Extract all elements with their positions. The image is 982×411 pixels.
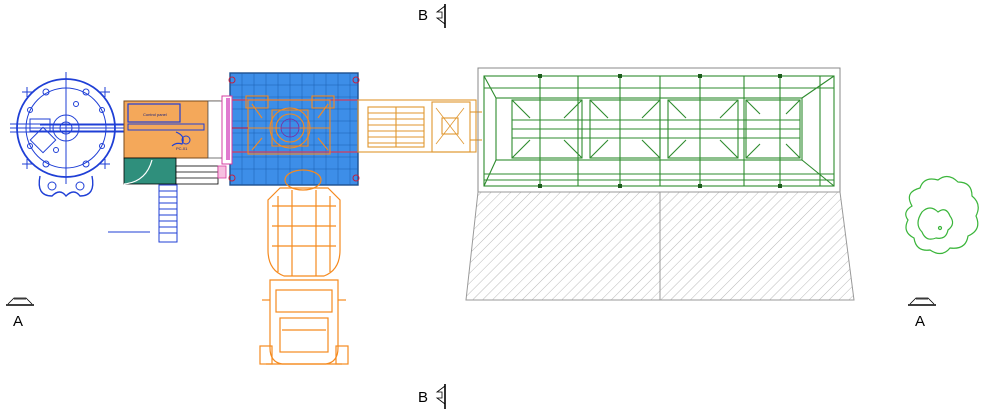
section-marker-a-right: A [908,297,936,330]
section-arrow-icon [908,297,936,306]
control-room: Control panel PC-01 [123,100,223,159]
section-arrow-icon [6,297,34,306]
section-marker-b-top: B [418,4,446,28]
tree-symbol-icon [905,175,979,255]
mixer-platform [221,72,360,186]
section-label-a-left: A [13,313,23,330]
mixer-unit [232,95,335,155]
mixer-core [280,118,300,138]
section-label-b-bottom: B [418,389,428,406]
belt-conveyor [357,99,482,153]
control-room-tag: PC-01 [176,146,188,151]
section-label-b-top: B [418,7,428,24]
section-marker-b-bottom: B [418,384,446,409]
control-room-label: Control panel [143,112,167,117]
section-arrow-icon [435,4,446,28]
aggregate-bins [477,67,841,193]
mixer-truck [259,169,349,365]
access-stairs [108,184,178,243]
section-arrow-icon [435,384,446,409]
section-marker-a-left: A [6,297,34,330]
stair-landing [123,157,227,185]
cement-silo [10,72,124,198]
pit-area [465,191,855,301]
section-label-a-right: A [915,313,925,330]
